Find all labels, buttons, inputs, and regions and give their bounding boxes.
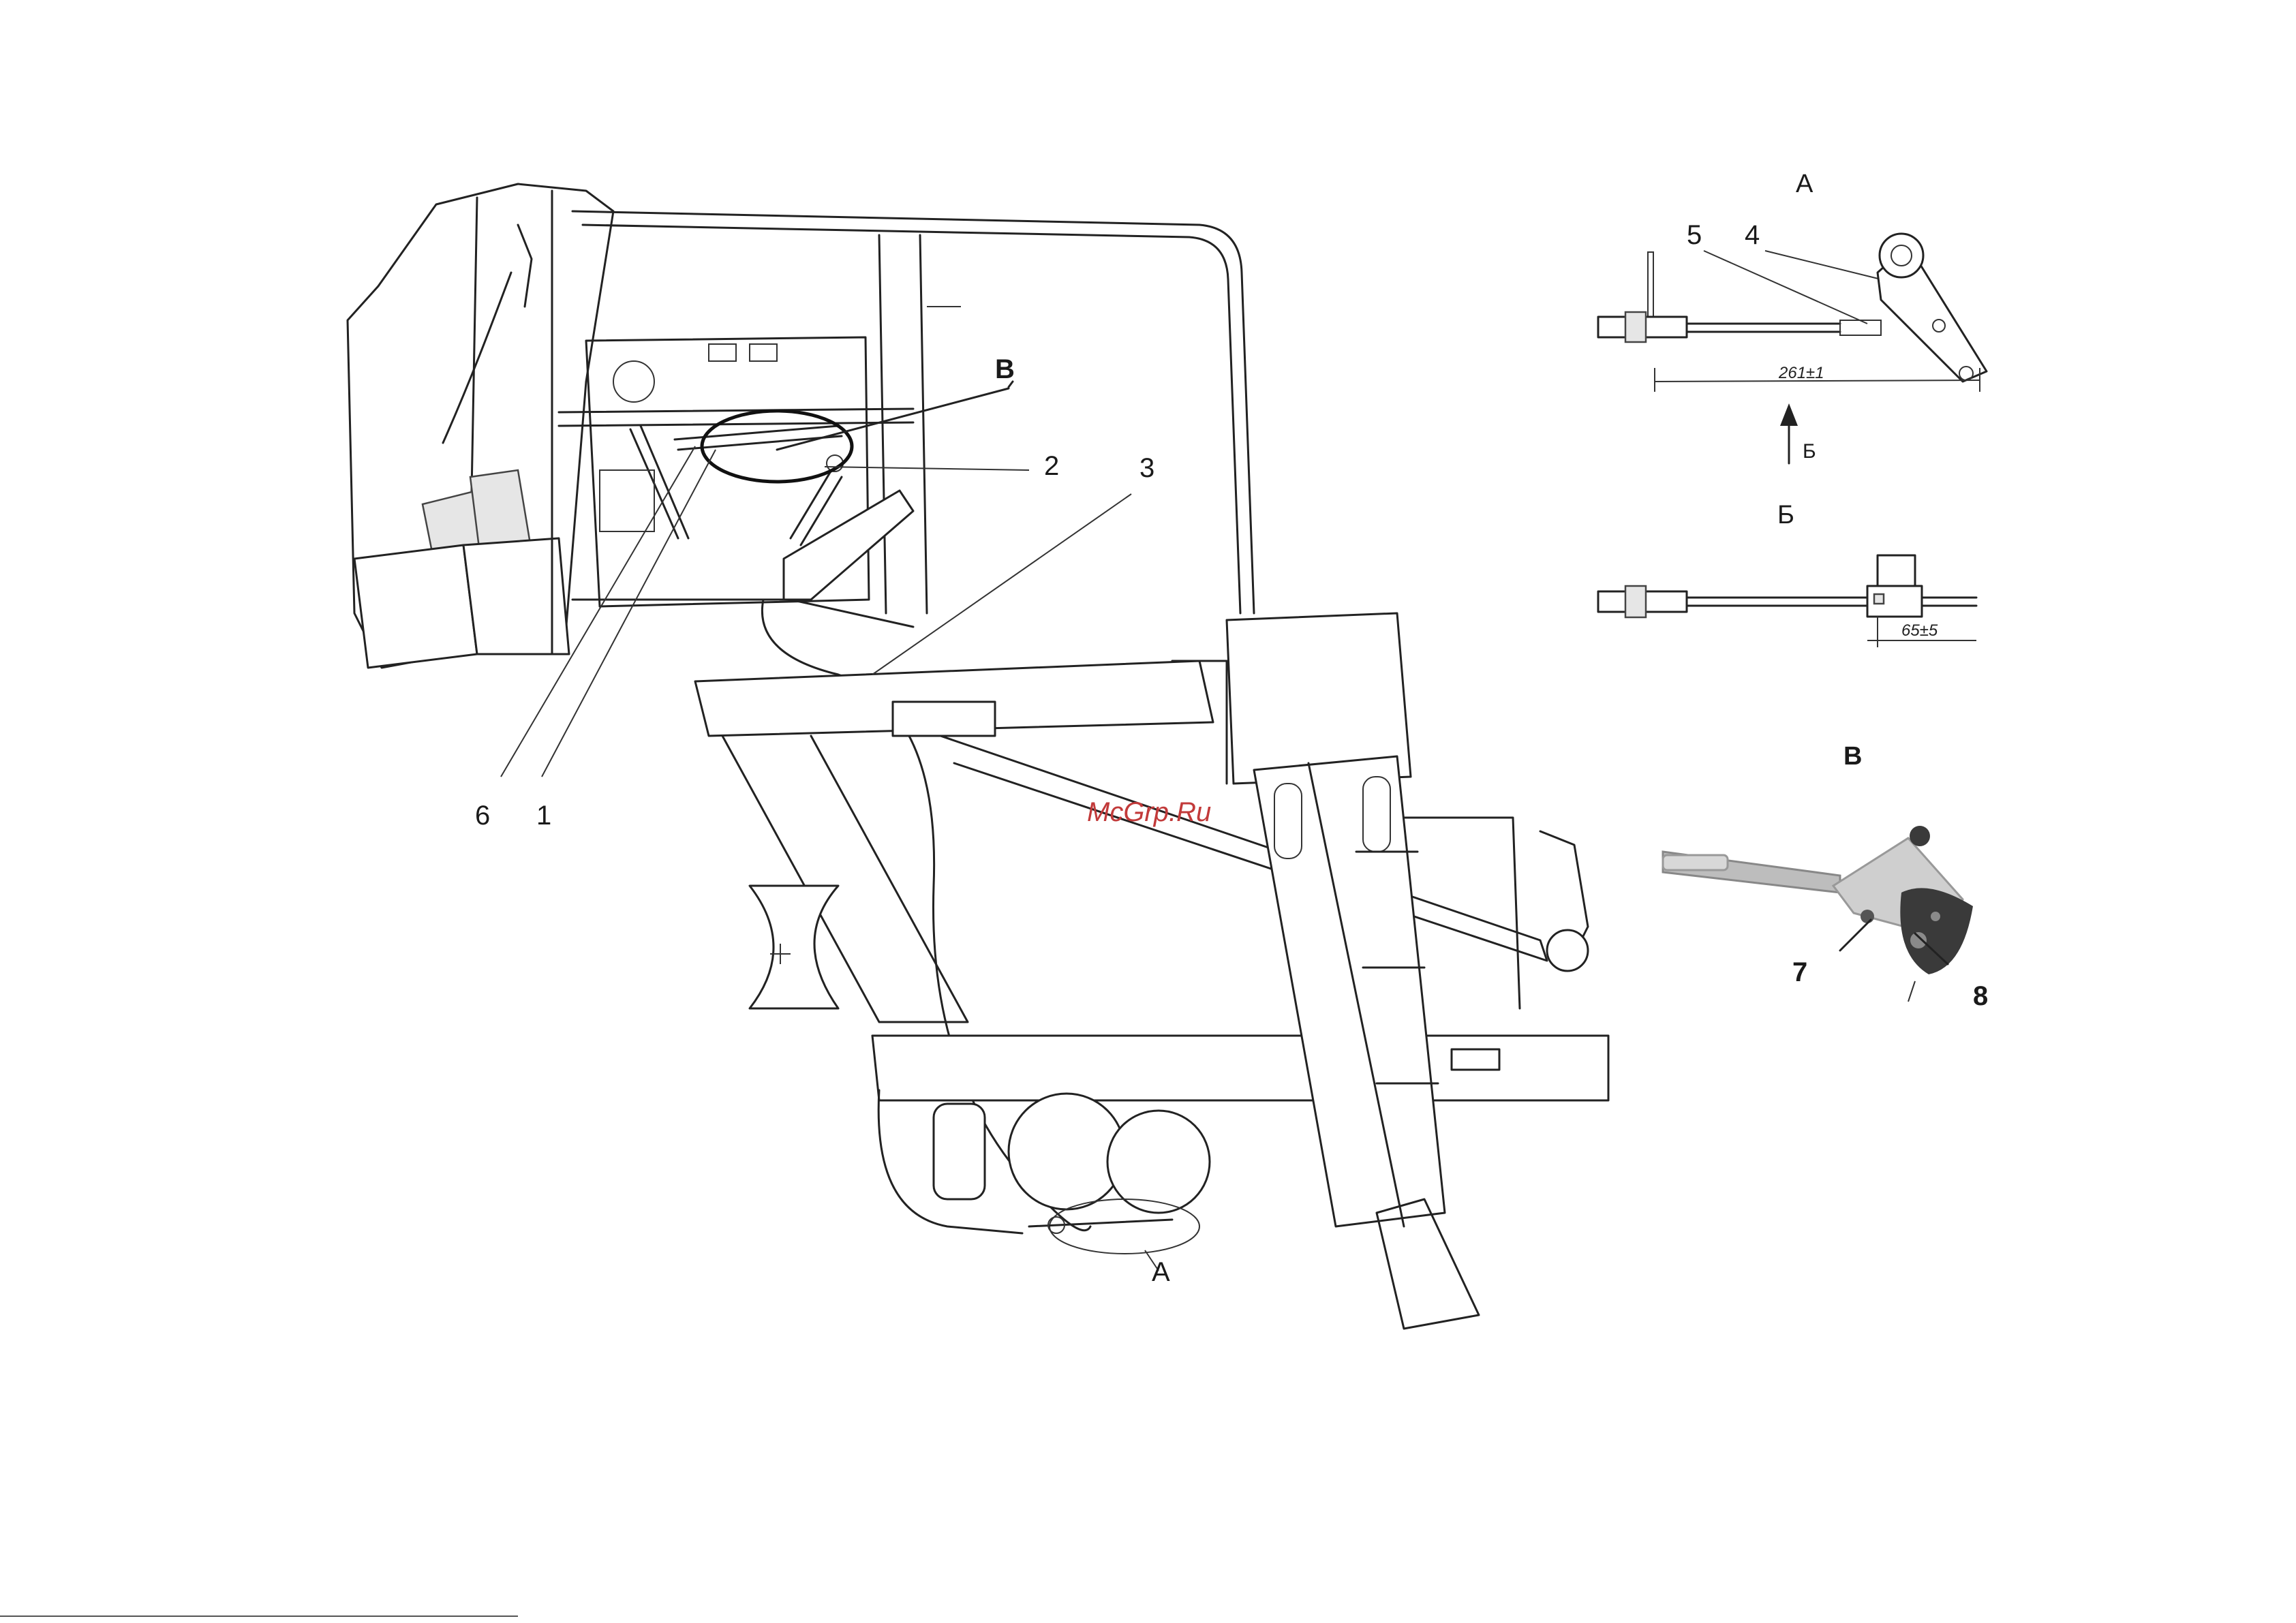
view-a-detail: А 5 4 261±1 Б [1598, 170, 1987, 463]
main-assembly-drawing [348, 184, 1608, 1329]
view-a-dimension: 261±1 [1778, 364, 1824, 382]
view-v-detail: В 7 8 [1663, 742, 1988, 1011]
callout-a: А [1152, 1257, 1170, 1287]
view-b-detail: Б 65±5 [1598, 501, 1976, 647]
callout-6: 6 [475, 801, 490, 831]
callout-1: 1 [536, 801, 551, 831]
view-v-title: В [1843, 742, 1862, 771]
callout-7: 7 [1792, 957, 1807, 987]
callout-v: В [995, 354, 1015, 384]
callout-2: 2 [1044, 451, 1059, 481]
callout-8: 8 [1973, 981, 1988, 1011]
view-b-dimension: 65±5 [1901, 621, 1938, 640]
callout-5: 5 [1687, 220, 1702, 250]
view-a-arrow-label: Б [1803, 440, 1816, 463]
cab-frame [572, 211, 1254, 627]
tanks [934, 1094, 1210, 1213]
callout-4: 4 [1745, 220, 1760, 250]
view-b-title: Б [1777, 501, 1794, 529]
watermark-text: McGrp.Ru [1087, 797, 1211, 827]
window-panel [559, 337, 913, 606]
view-a-title: А [1796, 170, 1813, 198]
callout-3: 3 [1139, 453, 1154, 483]
